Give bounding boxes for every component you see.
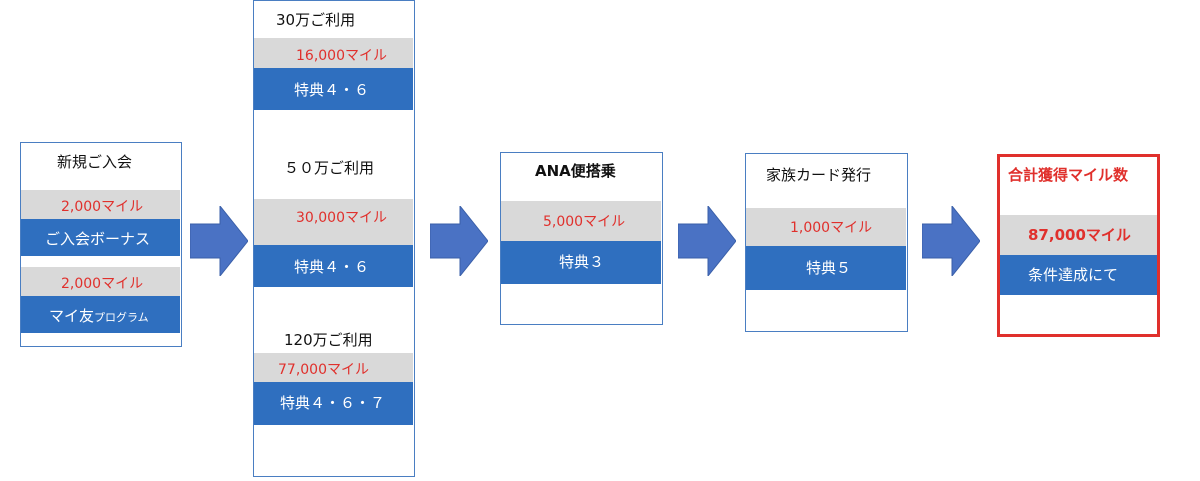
- usage-tier-1-label: 特典４・６: [294, 81, 370, 99]
- usage-tier-1-miles-band: 16,000マイル: [254, 38, 413, 68]
- box-total-miles: 合計獲得マイル数 87,000マイル 条件達成にて: [997, 154, 1160, 337]
- usage-tier-1-miles: 16,000マイル: [296, 48, 387, 64]
- total-miles-label-band: 条件達成にて: [1000, 255, 1157, 295]
- ana-flight-title: ANA便搭乗: [535, 162, 616, 180]
- right-arrow-icon: [430, 206, 488, 276]
- usage-tier-1-title: 30万ご利用: [276, 11, 356, 29]
- total-miles-title: 合計獲得マイル数: [1008, 166, 1129, 184]
- ana-flight-label: 特典３: [559, 253, 605, 271]
- total-miles-value-band: 87,000マイル: [1000, 215, 1157, 255]
- my-friend-label: マイ友プログラム: [49, 305, 149, 326]
- right-arrow-icon: [922, 206, 980, 276]
- new-member-bonus-miles: 2,000マイル: [61, 199, 144, 215]
- usage-tier-3-title: 120万ご利用: [284, 331, 373, 349]
- box-new-member: 新規ご入会 2,000マイル ご入会ボーナス 2,000マイル マイ友プログラム: [20, 142, 182, 347]
- new-member-bonus-label: ご入会ボーナス: [45, 230, 151, 248]
- total-miles-label: 条件達成にて: [1028, 266, 1119, 284]
- box-new-member-title: 新規ご入会: [57, 153, 133, 171]
- my-friend-miles: 2,000マイル: [61, 276, 144, 292]
- right-arrow-icon: [678, 206, 736, 276]
- my-friend-label-band: マイ友プログラム: [21, 296, 180, 333]
- my-friend-label-small: プログラム: [94, 311, 149, 324]
- ana-flight-label-band: 特典３: [501, 241, 661, 284]
- box-family-card: 家族カード発行 1,000マイル 特典５: [745, 153, 908, 332]
- usage-tier-3-miles: 77,000マイル: [278, 362, 369, 378]
- usage-tier-1-label-band: 特典４・６: [254, 68, 413, 110]
- my-friend-label-main: マイ友: [49, 307, 95, 325]
- family-card-miles: 1,000マイル: [790, 220, 873, 236]
- usage-tier-3-miles-band: 77,000マイル: [254, 353, 413, 382]
- usage-tier-2-miles-band: 30,000マイル: [254, 199, 413, 245]
- family-card-label-band: 特典５: [746, 246, 906, 290]
- usage-tier-3-label: 特典４・６・７: [280, 394, 386, 412]
- right-arrow-icon: [190, 206, 248, 276]
- my-friend-miles-band: 2,000マイル: [21, 267, 180, 296]
- new-member-bonus-miles-band: 2,000マイル: [21, 190, 180, 219]
- family-card-label: 特典５: [806, 259, 852, 277]
- total-miles-value: 87,000マイル: [1028, 226, 1131, 244]
- new-member-bonus-label-band: ご入会ボーナス: [21, 219, 180, 256]
- usage-tier-2-label-band: 特典４・６: [254, 245, 413, 287]
- box-card-usage: 30万ご利用 16,000マイル 特典４・６ ５０万ご利用 30,000マイル …: [253, 0, 415, 477]
- ana-flight-miles-band: 5,000マイル: [501, 201, 661, 241]
- usage-tier-2-label: 特典４・６: [294, 258, 370, 276]
- usage-tier-2-title: ５０万ご利用: [284, 159, 375, 177]
- ana-flight-miles: 5,000マイル: [543, 214, 626, 230]
- usage-tier-3-label-band: 特典４・６・７: [254, 382, 413, 425]
- usage-tier-2-miles: 30,000マイル: [296, 210, 387, 226]
- box-ana-flight: ANA便搭乗 5,000マイル 特典３: [500, 152, 663, 325]
- family-card-title: 家族カード発行: [766, 166, 872, 184]
- family-card-miles-band: 1,000マイル: [746, 208, 906, 246]
